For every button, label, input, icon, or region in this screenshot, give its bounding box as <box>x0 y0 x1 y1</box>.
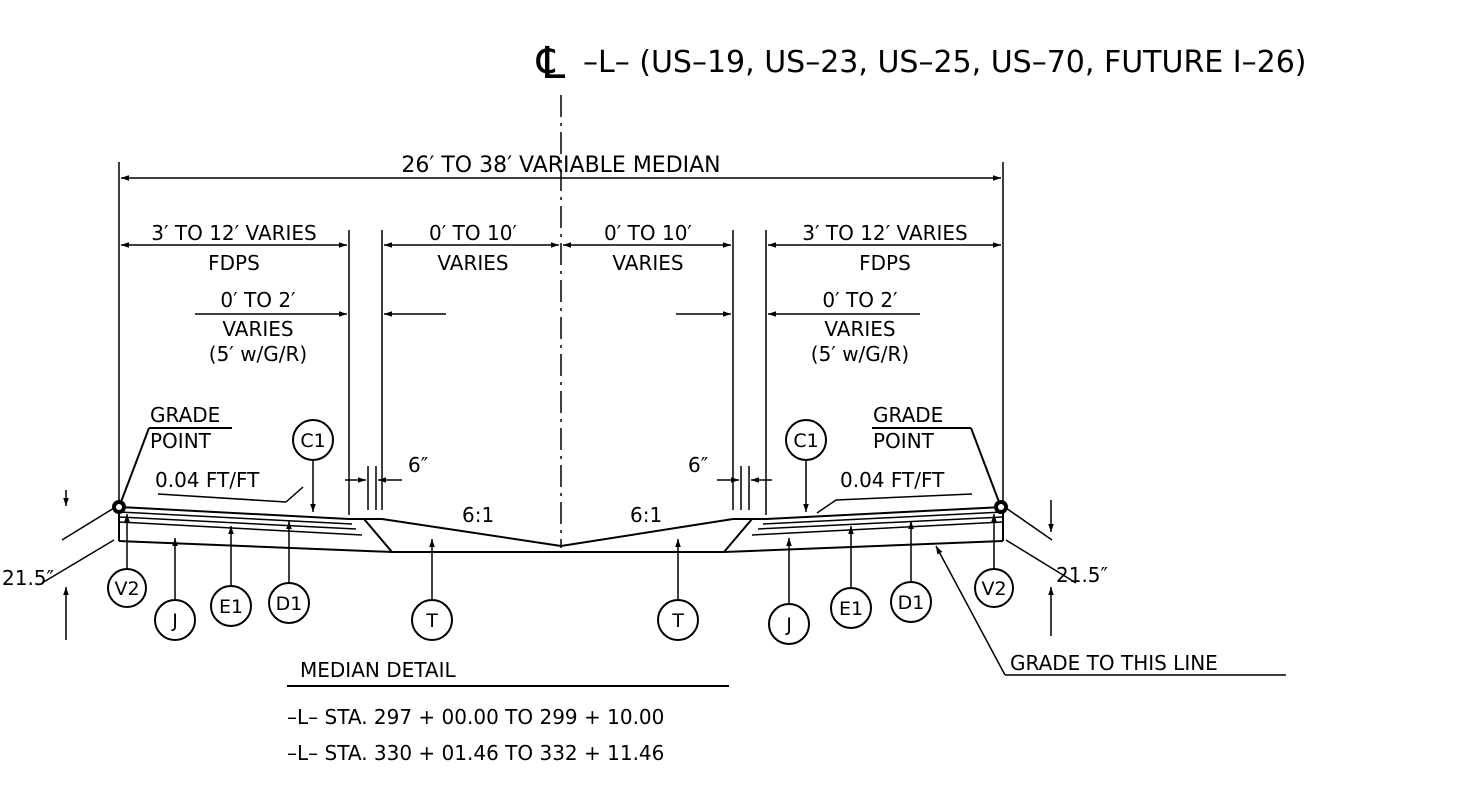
callout-j-left-label: J <box>171 610 178 632</box>
left-depth-label: 21.5″ <box>2 566 54 590</box>
right-gr-dimension: 0′ TO 2′ VARIES (5′ w/G/R) <box>676 288 920 366</box>
callout-d1-right: D1 <box>890 521 932 623</box>
left-fdps-label: 3′ TO 12′ VARIES <box>151 221 317 245</box>
right-gr-sub: VARIES <box>824 317 895 341</box>
left-curb-dimension: 6″ <box>345 453 428 510</box>
callout-j-right-label: J <box>785 614 792 636</box>
grade-point-left-label-2: POINT <box>150 429 212 453</box>
left-gr-sub: VARIES <box>222 317 293 341</box>
right-center-sub: VARIES <box>612 251 683 275</box>
right-gr-label: 0′ TO 2′ <box>822 288 898 312</box>
right-gr-note: (5′ w/G/R) <box>811 342 909 366</box>
grade-to-line-callout: GRADE TO THIS LINE <box>935 545 1286 676</box>
callout-e1-right-label: E1 <box>839 598 863 620</box>
callout-e1-left-label: E1 <box>219 596 243 618</box>
right-fdps-label: 3′ TO 12′ VARIES <box>802 221 968 245</box>
callout-c1-right-label: C1 <box>793 430 818 452</box>
right-center-dimension: 0′ TO 10′ VARIES <box>563 221 731 275</box>
pavement-section <box>118 506 1004 553</box>
left-gr-note: (5′ w/G/R) <box>209 342 307 366</box>
callout-v2-right: V2 <box>974 514 1014 608</box>
drawing-title: ℄ –L– (US–19, US–23, US–25, US–70, FUTUR… <box>536 38 1307 89</box>
callout-j-right: J <box>768 538 810 645</box>
left-cross-slope-label: 0.04 FT/FT <box>155 468 260 492</box>
left-cross-slope: 0.04 FT/FT <box>155 468 304 503</box>
left-gr-dimension: 0′ TO 2′ VARIES (5′ w/G/R) <box>195 288 446 366</box>
right-fdps-dimension: 3′ TO 12′ VARIES FDPS <box>768 221 1001 275</box>
right-curb-dimension: 6″ <box>688 453 772 510</box>
extension-lines <box>348 230 767 515</box>
median-ditch <box>364 518 752 547</box>
right-cross-slope-label: 0.04 FT/FT <box>840 468 945 492</box>
station-range-2: –L– STA. 330 + 01.46 TO 332 + 11.46 <box>287 741 664 765</box>
right-center-label: 0′ TO 10′ <box>604 221 692 245</box>
callout-d1-right-label: D1 <box>898 592 925 614</box>
callout-c1-right: C1 <box>785 419 827 512</box>
centerline-symbol: ℄ <box>536 38 566 89</box>
grade-to-line-label: GRADE TO THIS LINE <box>1010 651 1218 675</box>
grade-point-left: GRADE POINT <box>112 403 232 514</box>
grade-point-right-label-2: POINT <box>873 429 935 453</box>
callout-e1-left: E1 <box>210 526 252 627</box>
grade-point-right: GRADE POINT <box>872 403 1008 514</box>
right-depth-label: 21.5″ <box>1056 563 1108 587</box>
station-range-1: –L– STA. 297 + 00.00 TO 299 + 10.00 <box>287 705 664 729</box>
left-gr-label: 0′ TO 2′ <box>220 288 296 312</box>
left-fdps-dimension: 3′ TO 12′ VARIES FDPS <box>121 221 347 275</box>
right-cross-slope: 0.04 FT/FT <box>816 468 973 514</box>
detail-title: MEDIAN DETAIL <box>300 658 456 682</box>
left-median-slope: 6:1 <box>462 503 494 527</box>
right-median-slope: 6:1 <box>630 503 662 527</box>
left-center-sub: VARIES <box>437 251 508 275</box>
left-center-dimension: 0′ TO 10′ VARIES <box>384 221 559 275</box>
callout-t-left: T <box>411 539 453 641</box>
left-center-label: 0′ TO 10′ <box>429 221 517 245</box>
left-depth-dimension: 21.5″ <box>2 490 115 640</box>
callout-v2-left: V2 <box>107 514 147 608</box>
left-curb-label: 6″ <box>408 453 428 477</box>
right-fdps-sub: FDPS <box>859 251 911 275</box>
callout-c1-left: C1 <box>292 419 334 512</box>
callout-e1-right: E1 <box>830 526 872 629</box>
right-curb-label: 6″ <box>688 453 708 477</box>
left-fdps-sub: FDPS <box>208 251 260 275</box>
callout-j-left: J <box>154 538 196 641</box>
detail-title-block: MEDIAN DETAIL –L– STA. 297 + 00.00 TO 29… <box>287 658 729 765</box>
callout-d1-left-label: D1 <box>276 593 303 615</box>
right-depth-dimension: 21.5″ <box>1005 500 1108 636</box>
overall-dimension-label: 26′ TO 38′ VARIABLE MEDIAN <box>401 153 720 178</box>
callout-v2-right-label: V2 <box>981 578 1006 600</box>
callout-d1-left: D1 <box>268 521 310 624</box>
title-text: –L– (US–19, US–23, US–25, US–70, FUTURE … <box>583 45 1307 80</box>
overall-dimension: 26′ TO 38′ VARIABLE MEDIAN <box>118 153 1004 515</box>
callout-t-right-label: T <box>671 610 684 632</box>
callout-c1-left-label: C1 <box>300 430 325 452</box>
grade-point-left-label-1: GRADE <box>150 403 220 427</box>
callout-t-left-label: T <box>425 610 438 632</box>
callout-t-right: T <box>657 539 699 641</box>
grade-point-right-label-1: GRADE <box>873 403 943 427</box>
callout-v2-left-label: V2 <box>114 578 139 600</box>
